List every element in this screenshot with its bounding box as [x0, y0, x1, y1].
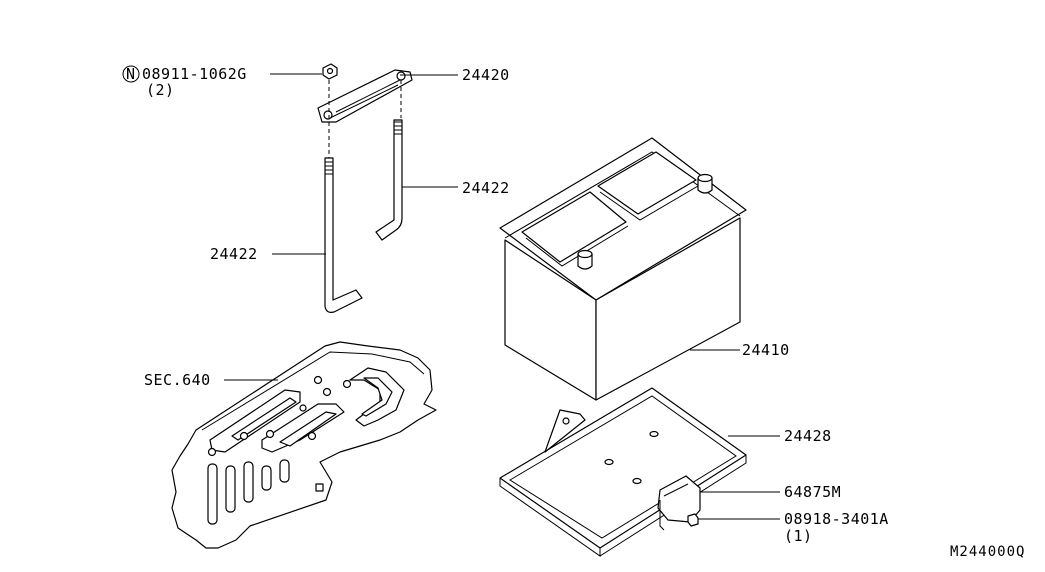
label-bolt-quantity: (1) [784, 527, 813, 545]
label-tray: 24428 [784, 427, 832, 445]
nut-part-number: 08911-1062G [142, 65, 247, 83]
nut-quantity: (2) [146, 81, 175, 99]
label-rod-left: 24422 [210, 245, 258, 263]
hold-down-bracket [317, 69, 413, 123]
hold-down-rod-right [375, 119, 403, 241]
label-bolt-part-number: 08918-3401A [784, 510, 889, 528]
sec-640-panel [171, 341, 437, 549]
diagram-id: M244000Q [950, 544, 1025, 560]
bolt-08918-3401A [687, 513, 699, 527]
label-bracket: 64875M [784, 483, 841, 501]
label-hold-bracket: 24420 [462, 66, 510, 84]
n-marker-circle [122, 65, 140, 83]
nut-label: N 08911-1062G (2) [122, 65, 247, 99]
label-rod-right: 24422 [462, 179, 510, 197]
label-battery: 24410 [742, 341, 790, 359]
battery-tray [499, 387, 747, 557]
label-sec-640: SEC.640 [144, 371, 211, 389]
nut-08911-1062G [322, 63, 338, 80]
battery [499, 137, 747, 401]
hold-down-rod-left [324, 157, 363, 313]
n-marker-letter: N [126, 65, 136, 83]
